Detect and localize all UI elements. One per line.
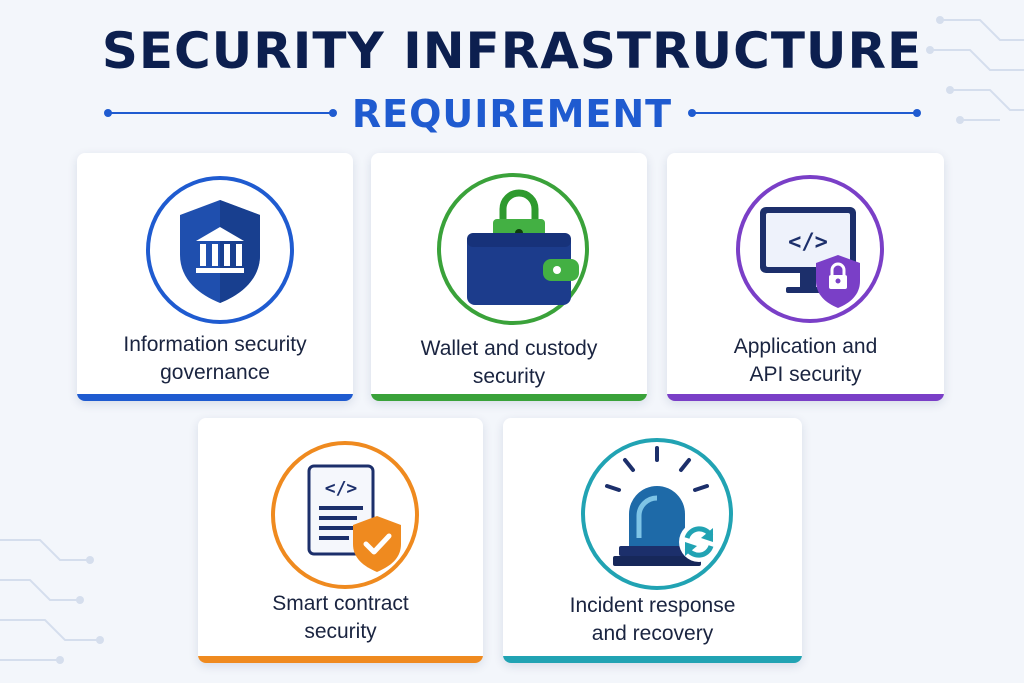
card-label-line1: Application and (733, 335, 878, 358)
card-label-line1: Information security (123, 333, 307, 356)
card-smart-contract-security: </> Smart contract security (198, 418, 483, 663)
card-label-line1: Smart contract (272, 592, 409, 615)
circuit-decoration-bottom-left (0, 539, 104, 664)
subtitle-rule-left (104, 109, 337, 117)
alarm-recovery-icon (563, 428, 743, 600)
subtitle-row: REQUIREMENT (0, 92, 1024, 136)
card-label-line2: and recovery (591, 622, 714, 645)
card-accent-bar (667, 394, 944, 401)
monitor-code-lock-icon: </> (718, 163, 894, 335)
card-incident-response-recovery: Incident response and recovery (503, 418, 802, 663)
wallet-lock-icon (421, 161, 597, 337)
page-title: SECURITY INFRASTRUCTURE (101, 22, 923, 80)
card-information-security-governance: Information security governance (77, 153, 353, 401)
svg-text:</>: </> (324, 478, 357, 499)
card-wallet-custody-security: Wallet and custody security (371, 153, 647, 401)
card-accent-bar (503, 656, 802, 663)
page-subtitle: REQUIREMENT (351, 92, 673, 136)
card-label-line2: governance (160, 361, 270, 384)
card-accent-bar (198, 656, 483, 663)
card-accent-bar (77, 394, 353, 401)
svg-text:</>: </> (788, 230, 828, 255)
shield-bank-icon (130, 165, 300, 335)
card-application-api-security: </> Application and API security (667, 153, 944, 401)
card-accent-bar (371, 394, 647, 401)
card-label-line2: security (472, 365, 546, 388)
card-label-line1: Incident response (569, 594, 736, 617)
card-label-line2: security (304, 620, 377, 643)
subtitle-rule-right (688, 109, 921, 117)
card-label-line2: API security (749, 363, 862, 386)
card-label-line1: Wallet and custody (420, 337, 598, 360)
contract-shield-icon: </> (253, 430, 429, 600)
circuit-decoration-top-right (926, 16, 1024, 124)
